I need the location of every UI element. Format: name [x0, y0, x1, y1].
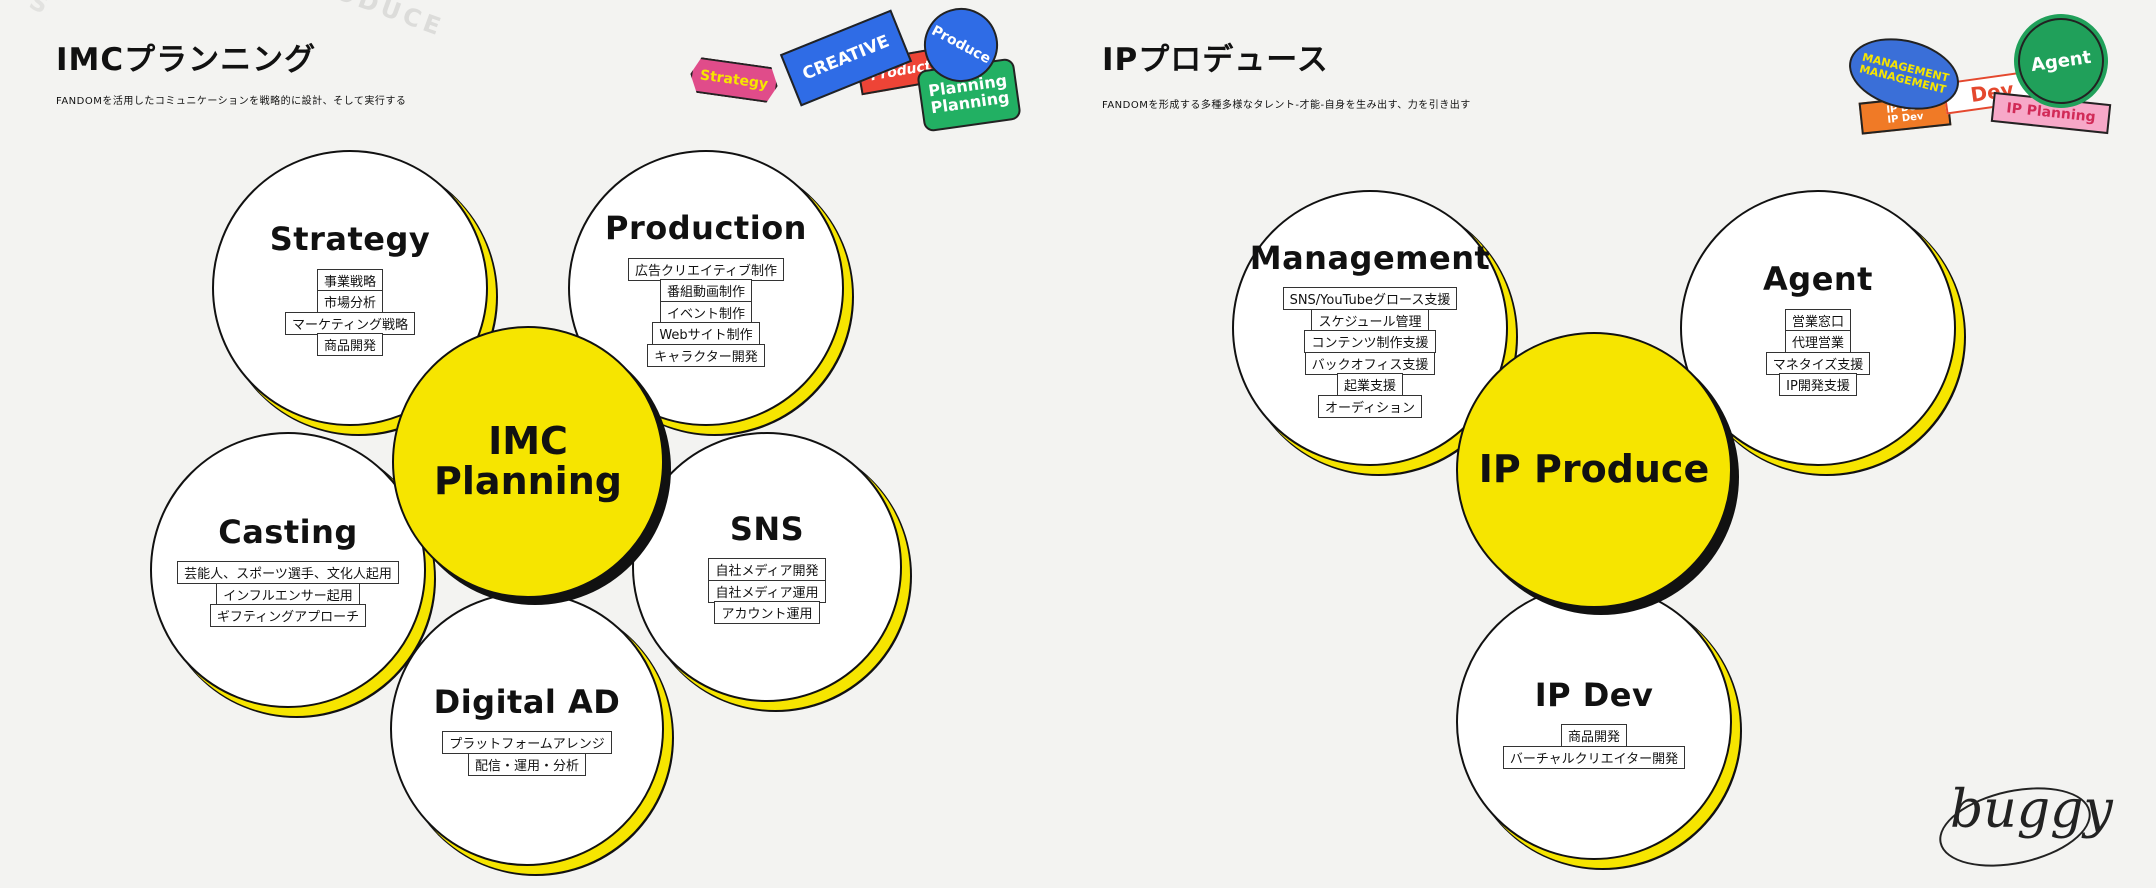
node-items: SNS/YouTubeグロース支援 スケジュール管理 コンテンツ制作支援 バック…	[1282, 287, 1458, 418]
center-title: IP Produce	[1478, 447, 1710, 492]
chip: 商品開発	[316, 333, 383, 356]
chip: 営業窓口	[1784, 308, 1851, 332]
chip: SNS/YouTubeグロース支援	[1282, 287, 1458, 310]
chip: バックオフィス支援	[1304, 351, 1436, 375]
chip: 広告クリエイティブ制作	[628, 257, 784, 281]
node-title: Production	[605, 209, 807, 248]
center-node-imc-planning: IMC Planning	[392, 326, 664, 598]
chip: プラットフォームアレンジ	[442, 731, 612, 754]
node-items: 広告クリエイティブ制作 番組動画制作 イベント制作 Webサイト制作 キャラクタ…	[628, 257, 784, 367]
sticker-creative: CREATIVE	[779, 9, 913, 107]
node-items: 芸能人、スポーツ選手、文化人起用 インフルエンサー起用 ギフティングアプローチ	[177, 561, 399, 628]
chip: キャラクター開発	[647, 343, 765, 367]
sticker-strategy: Strategy	[688, 56, 780, 104]
chip: コンテンツ制作支援	[1304, 330, 1436, 353]
node-items: プラットフォームアレンジ 配信・運用・分析	[442, 731, 612, 776]
node-title: Digital AD	[433, 682, 621, 721]
node-title: Management	[1249, 238, 1491, 277]
page-subtitle: FANDOMを形成する多種多様なタレント-才能-自身を生み出す、力を引き出す	[1102, 100, 1471, 111]
center-title: IMC Planning	[434, 419, 622, 503]
chip: 自社メディア運用	[708, 579, 826, 603]
chip: 芸能人、スポーツ選手、文化人起用	[177, 561, 399, 585]
chip: 配信・運用・分析	[467, 752, 586, 776]
node-sns: SNS 自社メディア開発 自社メディア運用 アカウント運用	[632, 432, 902, 702]
node-strategy: Strategy 事業戦略 市場分析 マーケティング戦略 商品開発	[212, 150, 488, 426]
chip: オーディション	[1317, 394, 1423, 418]
node-items: 商品開発 バーチャルクリエイター開発	[1502, 724, 1686, 769]
chip: 自社メディア開発	[708, 558, 826, 582]
chip: ギフティングアプローチ	[209, 604, 367, 628]
node-title: SNS	[729, 509, 805, 548]
node-digital-ad: Digital AD プラットフォームアレンジ 配信・運用・分析	[390, 592, 664, 866]
node-title: IP Dev	[1534, 675, 1654, 714]
node-agent: Agent 営業窓口 代理営業 マネタイズ支援 IP開発支援	[1680, 190, 1956, 466]
chip: 番組動画制作	[659, 279, 752, 303]
chip: バーチャルクリエイター開発	[1502, 745, 1686, 769]
chip: 事業戦略	[316, 268, 383, 292]
chip: インフルエンサー起用	[216, 582, 360, 606]
page-title: IMCプランニング	[56, 42, 317, 78]
node-title: Strategy	[269, 220, 431, 258]
imc-planning-panel: S PRODUCE IMCプランニング FANDOMを活用したコミュニケーション…	[0, 0, 1060, 888]
node-items: 自社メディア開発 自社メディア運用 アカウント運用	[708, 558, 826, 625]
chip: IP開発支援	[1779, 373, 1857, 396]
node-items: 事業戦略 市場分析 マーケティング戦略 商品開発	[285, 268, 415, 356]
chip: 市場分析	[316, 290, 383, 313]
chip: アカウント運用	[714, 601, 820, 625]
chip: マネタイズ支援	[1765, 351, 1871, 375]
node-casting: Casting 芸能人、スポーツ選手、文化人起用 インフルエンサー起用 ギフティ…	[150, 432, 426, 708]
chip: 起業支援	[1336, 373, 1403, 396]
chip: マーケティング戦略	[285, 311, 415, 335]
node-items: 営業窓口 代理営業 マネタイズ支援 IP開発支援	[1765, 308, 1871, 396]
chip: 代理営業	[1784, 330, 1851, 353]
node-title: Casting	[218, 512, 358, 551]
node-management: Management SNS/YouTubeグロース支援 スケジュール管理 コン…	[1232, 190, 1508, 466]
page-subtitle: FANDOMを活用したコミュニケーションを戦略的に設計、そして実行する	[56, 96, 407, 107]
node-ip-dev: IP Dev 商品開発 バーチャルクリエイター開発	[1456, 584, 1732, 860]
center-node-ip-produce: IP Produce	[1456, 332, 1732, 608]
node-title: Agent	[1763, 260, 1873, 298]
buggy-logo: buggy	[1950, 780, 2113, 840]
page-title: IPプロデュース	[1102, 42, 1329, 78]
ip-produce-panel: IPプロデュース FANDOMを形成する多種多様なタレント-才能-自身を生み出す…	[1060, 0, 2156, 888]
chip: Webサイト制作	[652, 322, 760, 346]
chip: イベント制作	[659, 300, 752, 324]
chip: スケジュール管理	[1311, 308, 1429, 332]
chip: 商品開発	[1560, 724, 1627, 747]
watermark-text: S	[25, 0, 57, 22]
